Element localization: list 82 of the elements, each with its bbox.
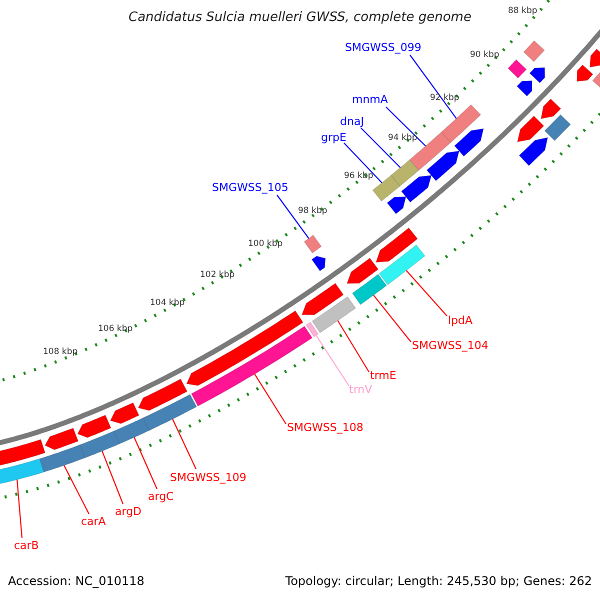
gene-segment [518,137,548,166]
tick-label: 102 kbp [200,271,235,280]
gene-segment [312,296,356,334]
gene-segment [138,378,188,411]
gene-segment [400,175,432,203]
gene-segment [529,67,546,84]
gene-label: SMGWSS_104 [412,340,488,351]
leader-line [386,106,426,146]
tick-label: 104 kbp [150,299,185,308]
gene-label: lpdA [448,315,473,326]
gene-label: grpE [321,132,346,143]
gene-label: trnV [349,384,372,395]
leader-line [406,270,448,316]
gene-segment [386,196,406,214]
gene-segment [142,394,197,431]
leader-line [316,335,350,386]
tick-label: 88 kbp [508,7,538,16]
gene-segment [110,402,140,424]
gene-segment [346,258,379,284]
gene-label: argD [115,506,142,517]
gene-segment [186,310,304,386]
leader-line [344,142,382,184]
leader-line [254,374,286,424]
tick-label: 108 kbp [43,348,78,356]
gene-segment [376,227,418,263]
tick-label: 90 kbp [470,51,500,60]
tick-label: 96 kbp [344,172,374,180]
gene-segment [523,40,545,62]
gene-segment [311,256,326,272]
gene-label: carB [14,540,39,551]
gene-label: SMGWSS_109 [170,472,246,483]
gene-label: argC [148,491,174,502]
gene-label: SMGWSS_105 [212,182,288,193]
leader-line [16,480,23,538]
gene-label: mnmA [352,94,388,105]
gene-segment [390,159,420,187]
gene-segment [440,104,482,143]
leader-line [337,320,370,372]
gene-segment [576,64,594,82]
gene-segment [540,98,562,120]
gene-segment [352,274,387,306]
tick-label: 92 kbp [430,94,460,102]
leader-line [360,128,401,168]
tick-label: 94 kbp [388,134,418,142]
gene-segment [77,414,112,438]
gene-label: SMGWSS_099 [345,42,422,53]
gene-segment [508,59,527,79]
tick-label: 98 kbp [298,207,328,216]
gene-segment [0,439,46,466]
gene-segment [191,326,313,406]
genome-info-text: Topology: circular; Length: 245,530 bp; Genes: 262 [285,575,592,587]
gene-segment [544,114,571,142]
gene-label: SMGWSS_108 [287,422,364,433]
gene-segment [517,116,544,142]
gene-segment [114,418,150,444]
leader-line [373,294,412,342]
tick-label: 100 kbp [248,240,283,248]
leader-line [172,418,196,470]
gene-label: carA [81,516,106,527]
leader-line [102,450,124,504]
leader-line [276,194,310,239]
gene-segment [306,322,319,338]
gene-segment [80,430,120,458]
gene-segment [304,234,322,254]
gene-label: dnaJ [340,116,364,127]
leader-line [134,437,158,490]
tick-label: 106 kbp [98,325,133,334]
leader-line [410,54,457,119]
gene-segment [301,282,344,316]
gene-segment [372,174,400,202]
gene-segment [378,244,426,286]
title: Candidatus Sulcia muelleri GWSS, complete genome [128,11,472,24]
accession-text: Accession: NC_010118 [8,575,144,587]
gene-segment [454,128,484,157]
gene-segment [44,428,79,450]
gene-segment [39,444,86,472]
gene-segment [426,150,460,182]
gene-segment [0,458,44,486]
gene-segment [516,80,532,97]
gene-segment [589,48,600,68]
gene-label: trmE [370,370,396,381]
leader-line [64,465,90,514]
